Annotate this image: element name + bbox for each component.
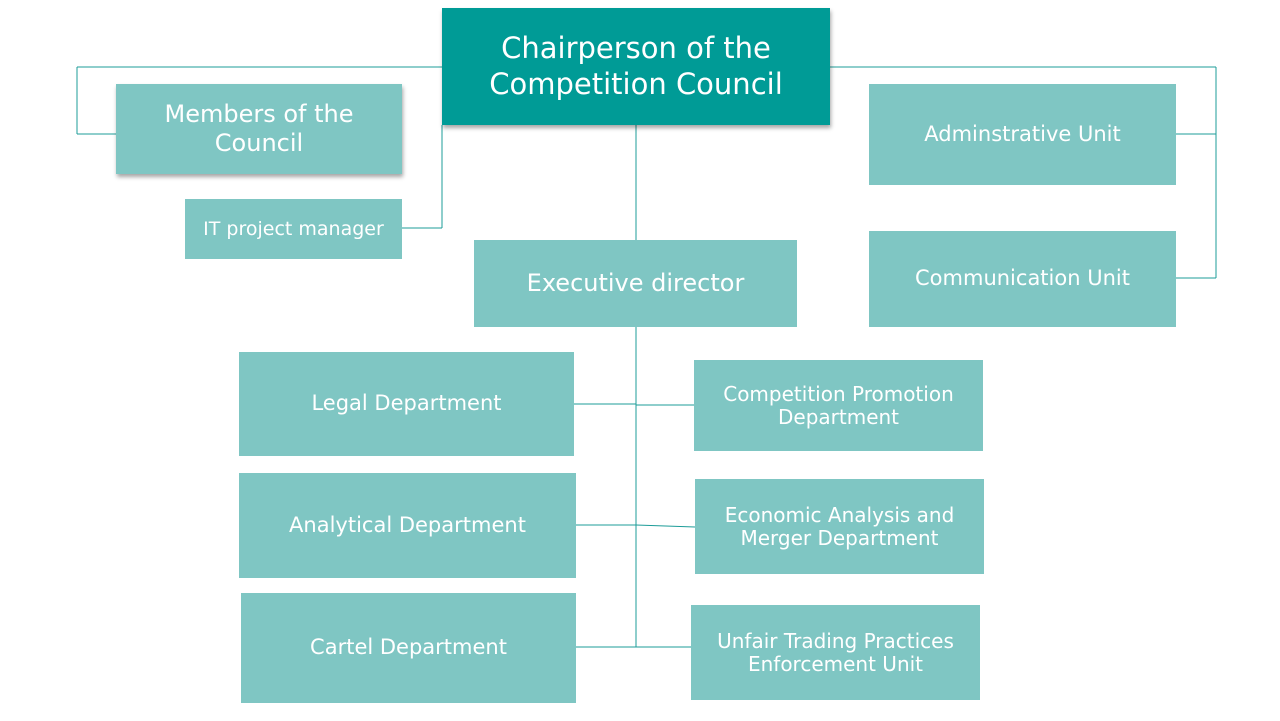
connector-economic <box>635 524 696 528</box>
economic-box: Economic Analysis and Merger Department <box>695 479 984 574</box>
administrative-box: Adminstrative Unit <box>869 84 1176 185</box>
analytical-box: Analytical Department <box>239 473 576 578</box>
cartel-box: Cartel Department <box>241 593 576 703</box>
executive-box: Executive director <box>474 240 797 327</box>
communication-box: Communication Unit <box>869 231 1176 327</box>
members-box: Members of the Council <box>116 84 402 174</box>
unfair-box: Unfair Trading Practices Enforcement Uni… <box>691 605 980 700</box>
chairperson-box: Chairperson of the Competition Council <box>442 8 830 125</box>
it-manager-box: IT project manager <box>185 199 402 259</box>
promotion-box: Competition Promotion Department <box>694 360 983 451</box>
legal-box: Legal Department <box>239 352 574 456</box>
